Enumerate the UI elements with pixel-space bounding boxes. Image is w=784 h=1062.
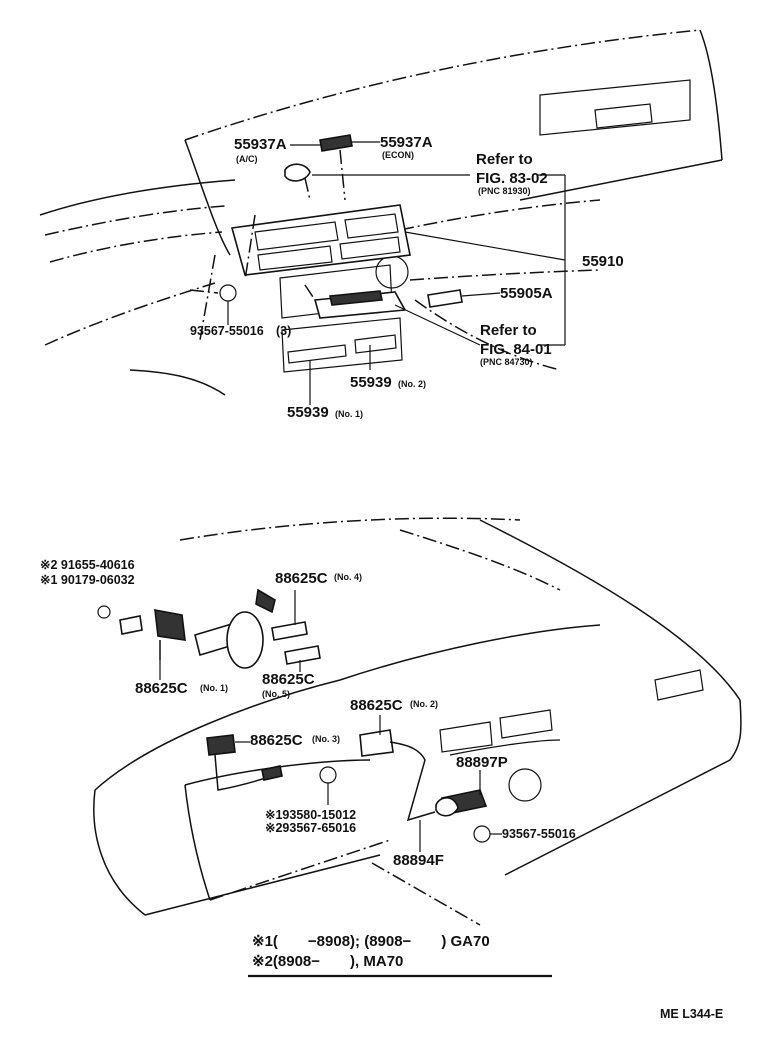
part-label-55939-no2: 55939: [350, 374, 392, 391]
note-c-no1: (No. 1): [200, 683, 228, 693]
bolt-label-93567-55016-bottom: 93567-55016: [502, 827, 576, 841]
refer-to-label-2: Refer to: [480, 322, 537, 339]
part-label-88625c-no1: 88625C: [135, 680, 188, 697]
bottom-dashboard-illustration: [93, 517, 742, 926]
figure-code: ME L344-E: [660, 1007, 723, 1021]
part-label-88625c-no4: 88625C: [275, 570, 328, 587]
note-no2: (No. 2): [398, 379, 426, 389]
fig-ref-84-01: FIG. 84-01: [480, 341, 552, 358]
part-label-91655-40616: ※2 91655-40616: [40, 558, 135, 572]
part-label-88625c-no3: 88625C: [250, 732, 303, 749]
note-econ: (ECON): [382, 150, 414, 160]
note-c-no3: (No. 3): [312, 734, 340, 744]
note-c-no4: (No. 4): [334, 572, 362, 582]
bolt-label-93567-55016: 93567-55016: [190, 324, 264, 338]
legend-line-2: ※2(8908− ), MA70: [252, 953, 403, 970]
part-label-93580-15012: ※193580-15012: [265, 808, 356, 822]
pnc-84730: (PNC 84730): [480, 357, 533, 367]
note-c-no2: (No. 2): [410, 699, 438, 709]
bolt-qty: (3): [276, 324, 291, 338]
refer-to-label-1: Refer to: [476, 151, 533, 168]
part-label-90179-06032: ※1 90179-06032: [40, 573, 135, 587]
part-label-55905a: 55905A: [500, 285, 553, 302]
part-label-55910: 55910: [582, 253, 624, 270]
part-label-93567-65016: ※293567-65016: [265, 821, 356, 835]
note-c-no5: (No. 5): [262, 689, 290, 699]
part-label-88897p: 88897P: [456, 754, 508, 771]
part-label-55939-no1: 55939: [287, 404, 329, 421]
fig-ref-83-02: FIG. 83-02: [476, 170, 548, 187]
part-label-55937a-econ: 55937A: [380, 134, 433, 151]
part-label-55937a-ac: 55937A: [234, 136, 287, 153]
note-no1: (No. 1): [335, 409, 363, 419]
legend-line-1: ※1( −8908); (8908− ) GA70: [252, 933, 490, 950]
pnc-81930: (PNC 81930): [478, 186, 531, 196]
part-label-88625c-no5: 88625C: [262, 671, 315, 688]
part-label-88894f: 88894F: [393, 852, 444, 869]
part-label-88625c-no2: 88625C: [350, 697, 403, 714]
note-ac: (A/C): [236, 154, 258, 164]
top-dashboard-illustration: [39, 29, 723, 405]
